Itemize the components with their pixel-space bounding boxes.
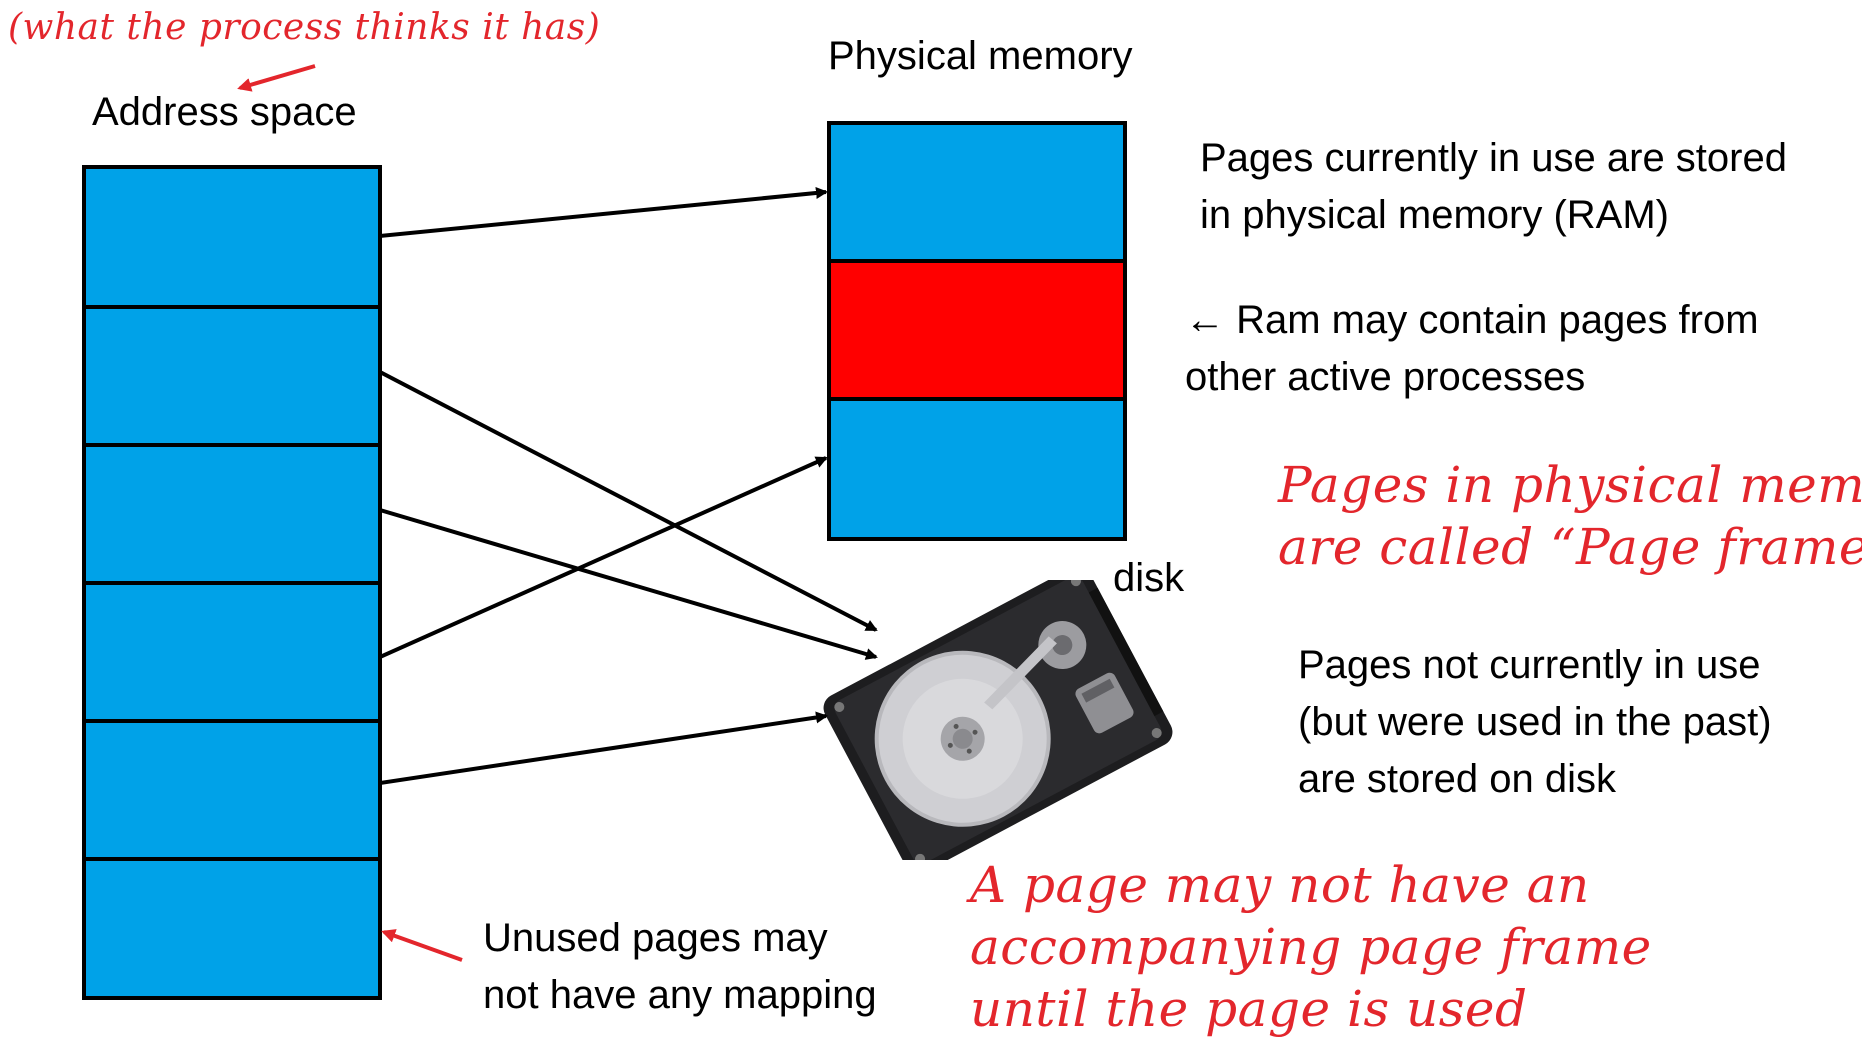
page-frame xyxy=(831,125,1123,259)
note-line: not have any mapping xyxy=(483,973,877,1017)
note-line: A page may not have an xyxy=(970,856,1590,914)
note-line: other active processes xyxy=(1185,355,1586,399)
note-line: Pages in physical memory xyxy=(1278,456,1862,514)
note-line: (but were used in the past) xyxy=(1298,700,1772,744)
note-line: Pages currently in use are stored xyxy=(1200,136,1787,180)
hard-disk-drive-icon xyxy=(808,566,1188,874)
note-other-processes: ← Ram may contain pages from other activ… xyxy=(1185,292,1759,406)
page-frame xyxy=(831,401,1123,537)
address-space-page xyxy=(86,169,378,305)
note-line: are stored on disk xyxy=(1298,757,1616,801)
mapping-arrow xyxy=(379,711,828,785)
physical-memory-stack xyxy=(827,121,1127,541)
note-unused-pages: Unused pages may not have any mapping xyxy=(483,910,877,1024)
address-space-page xyxy=(86,861,378,996)
note-line: until the page is used xyxy=(970,980,1528,1038)
no-frame-note: A page may not have an accompanying page… xyxy=(970,854,1652,1040)
unused-pages-arrow xyxy=(381,929,463,962)
address-space-page xyxy=(86,585,378,719)
mapping-arrow xyxy=(379,508,878,660)
note-pages-in-use: Pages currently in use are stored in phy… xyxy=(1200,130,1787,244)
mapping-arrow xyxy=(379,456,828,659)
address-space-title: Address space xyxy=(92,90,357,134)
mapping-arrow xyxy=(379,370,878,632)
address-space-page xyxy=(86,447,378,581)
note-line: Pages not currently in use xyxy=(1298,643,1761,687)
page-frames-note: Pages in physical memory are called “Pag… xyxy=(1278,454,1862,578)
disk-label: disk xyxy=(1113,556,1185,600)
note-pages-on-disk: Pages not currently in use (but were use… xyxy=(1298,637,1772,808)
note-line: accompanying page frame xyxy=(970,918,1652,976)
mapping-arrow xyxy=(379,187,828,238)
physical-memory-title: Physical memory xyxy=(828,34,1133,78)
note-line: in physical memory (RAM) xyxy=(1200,193,1669,237)
note-line: are called “Page frames” xyxy=(1278,518,1862,576)
note-line: ← Ram may contain pages from xyxy=(1185,298,1759,342)
page-frame-other-process xyxy=(831,263,1123,397)
process-note: (what the process thinks it has) xyxy=(8,7,601,48)
address-space-page xyxy=(86,309,378,443)
address-space-page xyxy=(86,723,378,857)
note-line: Unused pages may xyxy=(483,916,828,960)
address-space-stack xyxy=(82,165,382,1000)
